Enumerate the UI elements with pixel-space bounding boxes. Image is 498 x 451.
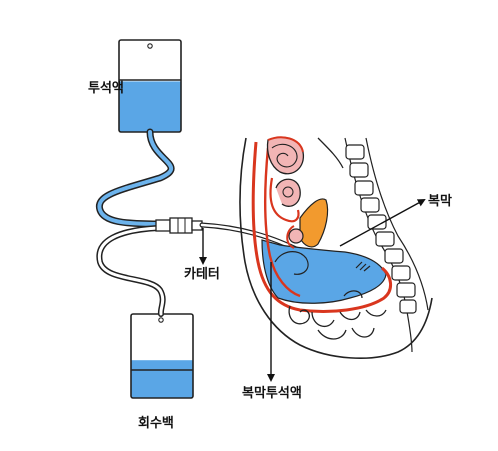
drain-bag [130, 313, 194, 399]
middle-organ [269, 177, 301, 223]
orange-organ [299, 198, 329, 248]
drain-tube [96, 225, 166, 317]
dialysate-bag [118, 39, 182, 133]
intestine-loops [288, 290, 387, 340]
peritoneum-membrane [251, 141, 392, 313]
label-catheter: 카테터 [184, 266, 220, 282]
dialysate-bag-fluid [119, 81, 181, 132]
abdomen-cross-section [239, 136, 433, 359]
bag-hanger-hole-icon [158, 317, 164, 323]
inflow-tube [95, 128, 175, 228]
arrow-right-icon [339, 199, 426, 247]
small-organ [288, 228, 304, 244]
label-peritoneal-dialysate: 복막투석액 [242, 385, 302, 401]
label-dialysate: 투석액 [88, 81, 124, 96]
label-drain-bag: 회수백 [138, 415, 174, 431]
spine [344, 137, 429, 353]
tube-connector [155, 217, 203, 234]
peritoneal-cavity-fluid [261, 239, 387, 304]
drain-bag-fluid [131, 360, 193, 398]
bag-hanger-hole-icon [147, 43, 153, 49]
label-peritoneum: 복막 [428, 193, 452, 209]
upper-organ [266, 136, 305, 175]
